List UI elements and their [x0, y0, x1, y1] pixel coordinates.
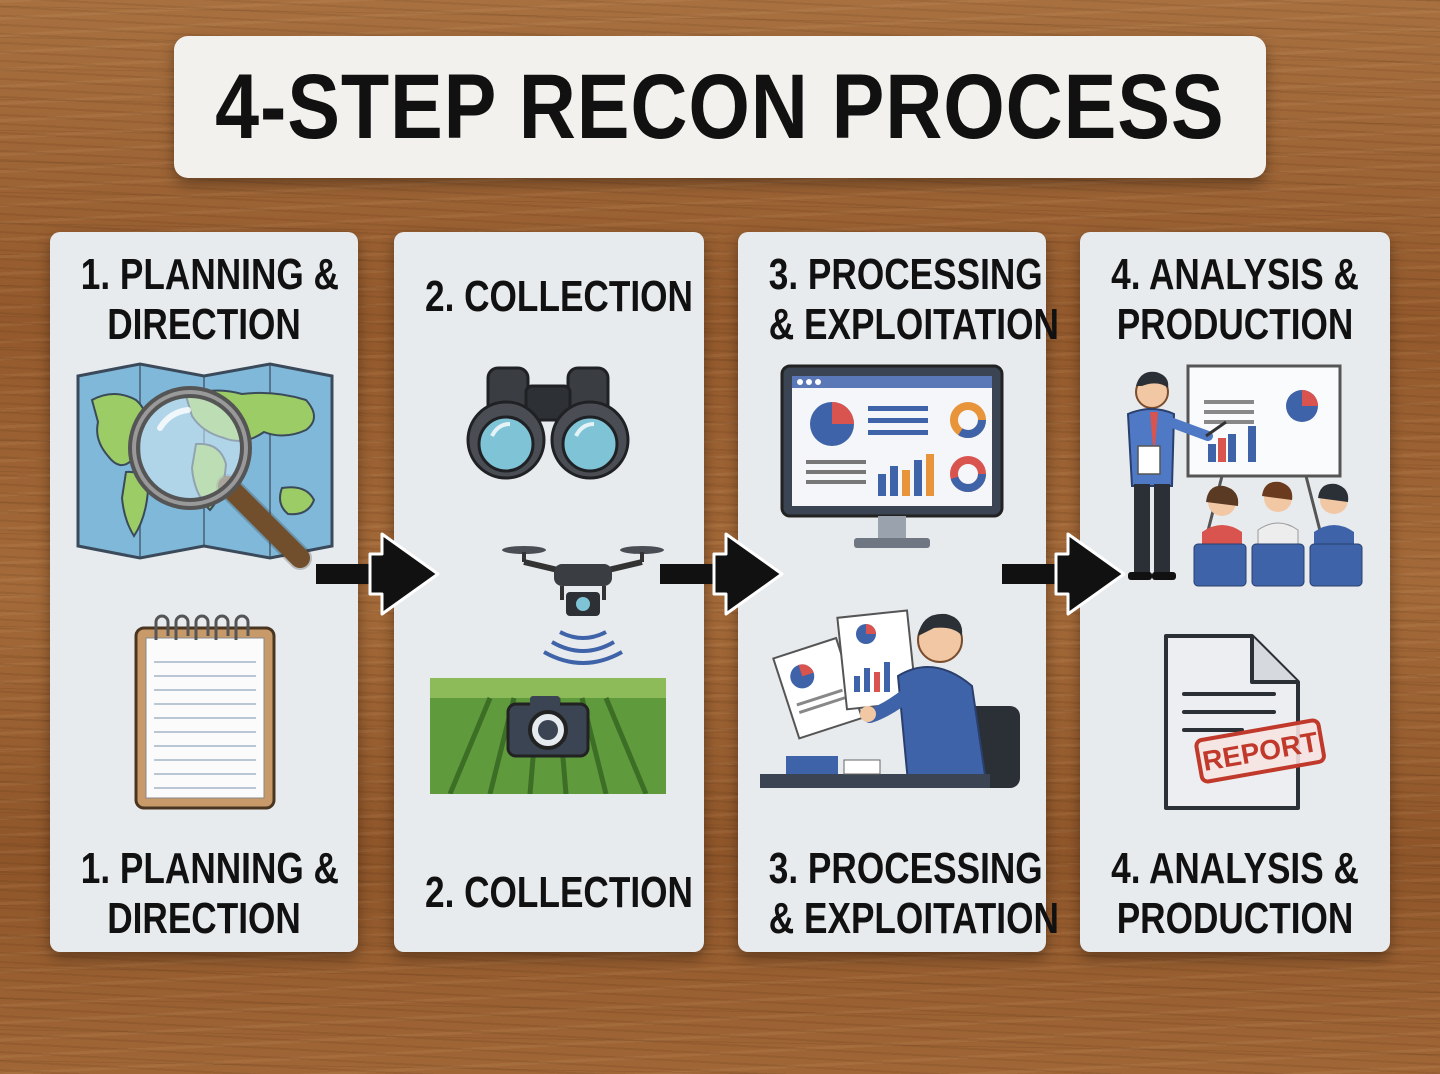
step-heading-top: 3. PROCESSING & EXPLOITATION [768, 250, 1059, 350]
dashboard-monitor-icon [780, 364, 1004, 548]
drone-icon [502, 546, 664, 665]
heading-line: 4. ANALYSIS & [1111, 250, 1359, 299]
camera-icon [430, 678, 666, 794]
step-heading-top: 2. COLLECTION [425, 272, 693, 322]
step-heading-bottom: 1. PLANNING & DIRECTION [80, 844, 339, 944]
heading-line: 3. PROCESSING [768, 250, 1043, 299]
heading-line: 4. ANALYSIS & [1111, 844, 1359, 893]
heading-line: PRODUCTION [1116, 894, 1354, 943]
magnifying-glass-icon [128, 386, 312, 570]
flow-arrow-3-to-4 [1002, 532, 1126, 616]
heading-line: DIRECTION [107, 300, 301, 349]
heading-line: & EXPLOITATION [768, 894, 1059, 943]
flow-arrow-1-to-2 [316, 532, 440, 616]
step-heading-bottom: 4. ANALYSIS & PRODUCTION [1111, 844, 1359, 944]
heading-line: 2. COLLECTION [425, 868, 693, 917]
title-banner: 4-STEP RECON PROCESS [174, 36, 1266, 178]
heading-line: 3. PROCESSING [768, 844, 1043, 893]
notepad-icon [134, 614, 276, 810]
analyst-reviewing-documents-icon [760, 609, 1020, 788]
step-heading-top: 4. ANALYSIS & PRODUCTION [1111, 250, 1359, 350]
heading-line: 1. PLANNING & [80, 250, 339, 299]
step-panel-analysis: 4. ANALYSIS & PRODUCTION [1080, 232, 1390, 952]
step-panel-processing: 3. PROCESSING & EXPLOITATION [738, 232, 1059, 952]
page-title: 4-STEP RECON PROCESS [215, 55, 1225, 158]
step-heading-bottom: 3. PROCESSING & EXPLOITATION [768, 844, 1059, 944]
binoculars-icon [466, 366, 630, 480]
step-panel-collection: 2. COLLECTION [394, 232, 704, 952]
flow-arrow-2-to-3 [660, 532, 784, 616]
heading-line: DIRECTION [107, 894, 301, 943]
heading-line: PRODUCTION [1116, 300, 1354, 349]
step-heading-top: 1. PLANNING & DIRECTION [80, 250, 339, 350]
presenter-audience-icon [1126, 364, 1363, 587]
heading-line: 2. COLLECTION [425, 272, 693, 321]
heading-line: & EXPLOITATION [768, 300, 1059, 349]
step-panel-planning: 1. PLANNING & DIRECTION [50, 232, 358, 952]
heading-line: 1. PLANNING & [80, 844, 339, 893]
step-heading-bottom: 2. COLLECTION [425, 868, 693, 918]
report-document-icon: REPORT [1164, 634, 1326, 810]
